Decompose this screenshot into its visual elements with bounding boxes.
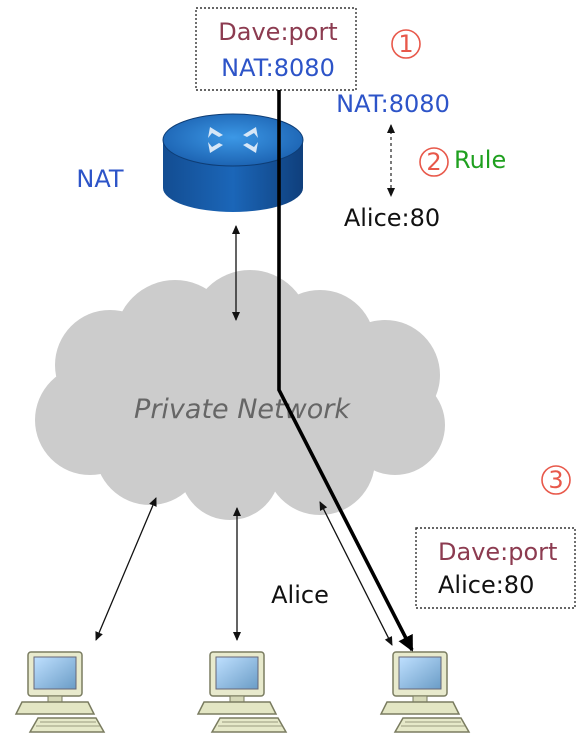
nat-label: NAT — [76, 165, 124, 193]
cloud-pc1-arrow — [95, 497, 157, 641]
packet-bottom-src: Dave:port — [438, 538, 557, 566]
rule-from: NAT:8080 — [336, 90, 450, 118]
cloud-pc3-arrow — [319, 501, 393, 646]
rule-to: Alice:80 — [344, 204, 440, 232]
packet-top-dst: NAT:8080 — [221, 54, 335, 82]
step-1-circle — [391, 29, 421, 59]
packet-bottom-dst: Alice:80 — [438, 571, 534, 599]
computer-icon — [380, 651, 470, 733]
packet-bottom-box-frame — [415, 527, 576, 609]
step-2-number: 2 — [426, 148, 441, 176]
step-1-number: 1 — [398, 30, 413, 58]
router-icon — [162, 113, 304, 212]
step-2-circle — [419, 147, 449, 177]
alice-label: Alice — [271, 581, 329, 609]
packet-top-box — [195, 7, 357, 91]
step-3-circle — [541, 465, 571, 495]
rule-label: Rule — [454, 146, 506, 174]
cloud-shape — [35, 270, 445, 520]
computer-icon — [197, 651, 287, 733]
cloud-label: Private Network — [134, 394, 351, 425]
computer-icon — [15, 651, 105, 733]
packet-top-src: Dave:port — [218, 18, 337, 46]
step-3-number: 3 — [548, 466, 563, 494]
